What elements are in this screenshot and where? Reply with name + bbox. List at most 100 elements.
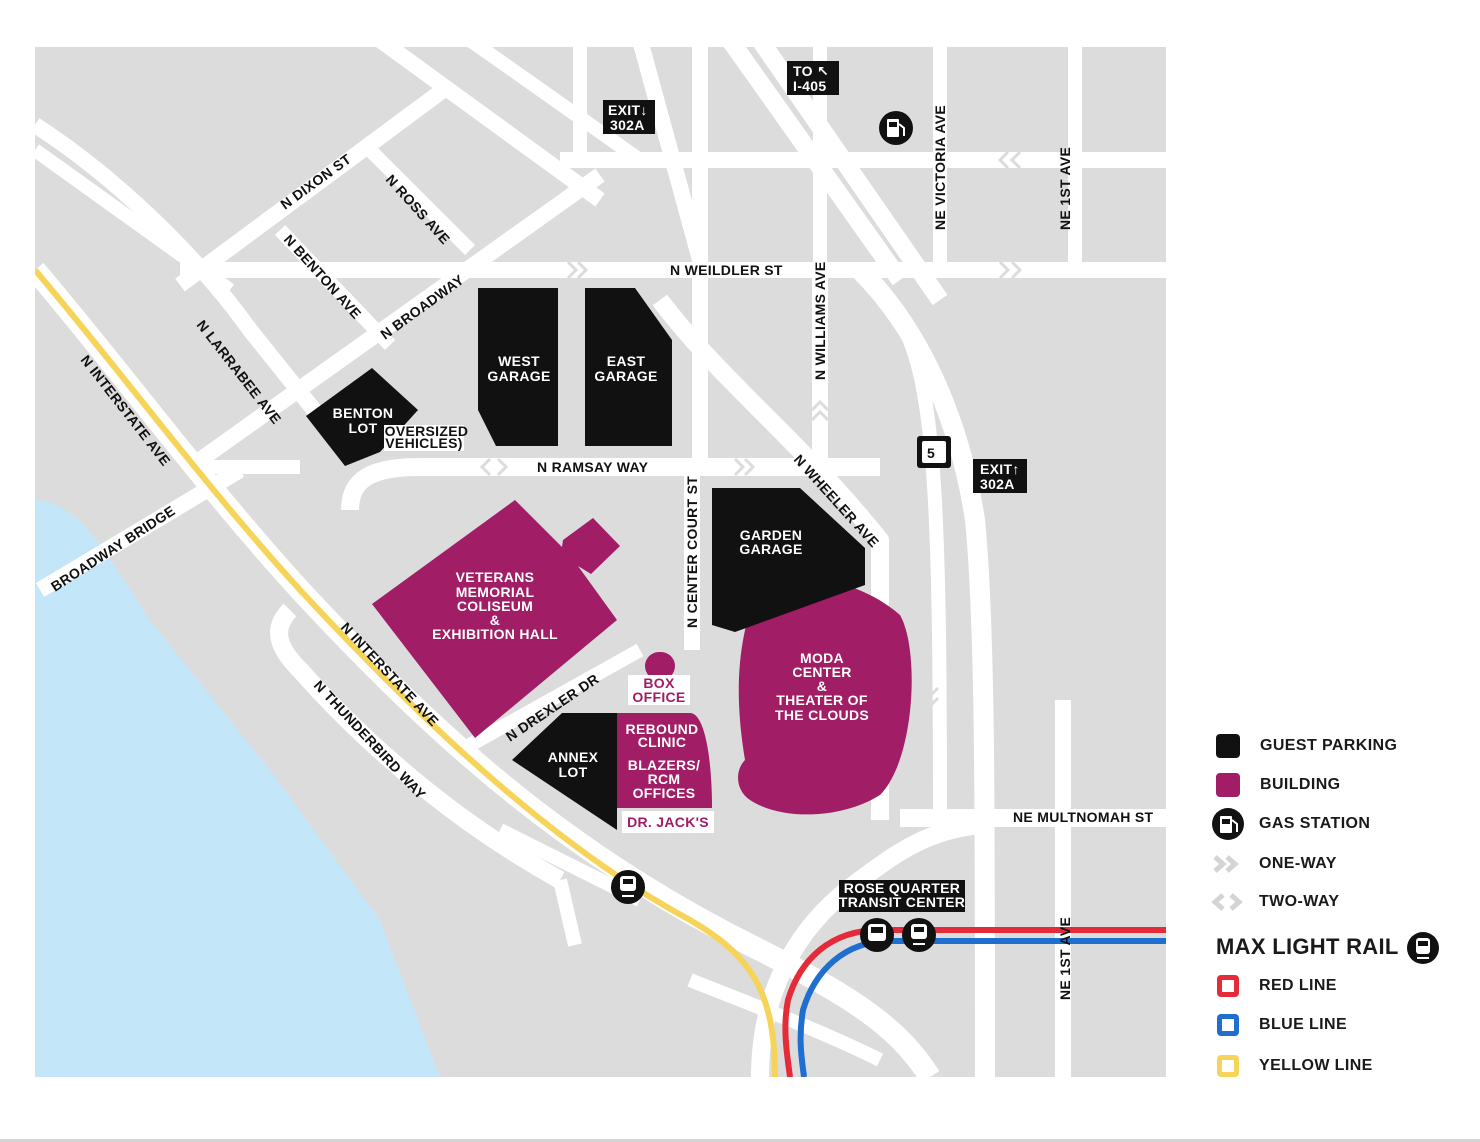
svg-text:302A: 302A — [980, 476, 1015, 492]
dr-jacks-label: DR. JACK'S — [627, 814, 709, 830]
svg-text:RCM: RCM — [648, 771, 681, 787]
legend-gas-station-label: GAS STATION — [1259, 815, 1371, 832]
coliseum-label: VETERANS — [456, 569, 535, 585]
svg-text:&: & — [490, 612, 500, 628]
rebound-clinic-label: REBOUND — [626, 721, 699, 737]
oversized-vehicles-tag — [384, 425, 464, 451]
label-n-center-court-st: N CENTER COURT ST — [684, 476, 700, 628]
moda-center-label: MODA — [800, 650, 844, 666]
svg-text:OFFICES: OFFICES — [633, 785, 696, 801]
gas-station-icon — [879, 111, 913, 145]
legend-max-light-rail-title: MAX LIGHT RAIL — [1216, 934, 1399, 960]
one-way-chevron-icon — [1213, 855, 1239, 873]
rebound-clinic-building — [617, 713, 712, 808]
moda-center — [738, 578, 912, 815]
svg-text:TRANSIT CENTER: TRANSIT CENTER — [839, 894, 965, 910]
two-way-chevron-icon — [1211, 893, 1243, 911]
highway-signs: EXIT↓ 302A TO ↖ I-405 EXIT↑ 302A 5 — [603, 61, 1027, 493]
parking — [306, 288, 865, 830]
garden-garage-label: GARDEN — [740, 527, 802, 543]
legend-guest-parking-label: GUEST PARKING — [1260, 737, 1398, 754]
svg-text:THE CLOUDS: THE CLOUDS — [775, 707, 869, 723]
legend-yellow-line-label: YELLOW LINE — [1259, 1057, 1373, 1074]
east-garage — [585, 288, 672, 446]
veterans-memorial-coliseum — [372, 500, 620, 738]
legend-max-title-text: MAX LIGHT RAIL — [1216, 934, 1399, 959]
legend-blue-line-label: BLUE LINE — [1259, 1016, 1348, 1033]
label-ne-1st-ave-bottom: NE 1ST AVE — [1057, 917, 1073, 1000]
svg-text:EXIT↑: EXIT↑ — [980, 461, 1020, 477]
legend-two-way-label: TWO-WAY — [1259, 893, 1340, 910]
benton-lot-label: BENTON — [333, 405, 394, 421]
blue-line-swatch — [1217, 1014, 1239, 1036]
max-station-icon-transit-center — [902, 918, 936, 952]
label-n-weidler-st: N WEILDLER ST — [670, 262, 783, 278]
interstate-5-shield-icon: 5 — [917, 436, 951, 468]
legend-guest-parking: GUEST PARKING — [1210, 731, 1397, 761]
legend-gas-station: GAS STATION — [1210, 808, 1371, 840]
legend-red-line: RED LINE — [1210, 971, 1337, 1001]
svg-text:VEHICLES): VEHICLES) — [385, 435, 462, 451]
direction-arrows — [479, 150, 1023, 709]
legend-red-line-label: RED LINE — [1259, 977, 1337, 994]
svg-text:&: & — [817, 678, 827, 694]
transit-center-tag — [839, 880, 965, 912]
building-swatch — [1216, 773, 1240, 797]
bus-icon-transit-center — [860, 918, 894, 952]
dr-jacks-tag — [622, 811, 714, 833]
blazers-offices-label: BLAZERS/ — [628, 757, 700, 773]
legend-two-way: TWO-WAY — [1210, 887, 1339, 917]
max-station-icon-interstate — [611, 870, 645, 904]
svg-text:EXHIBITION HALL: EXHIBITION HALL — [432, 626, 558, 642]
guest-parking-swatch — [1216, 734, 1240, 758]
svg-text:LOT: LOT — [349, 420, 378, 436]
exit-302a-top-sign: EXIT↓ 302A — [603, 100, 655, 134]
yellow-line-track — [35, 268, 778, 1077]
place-labels: WEST GARAGE EAST GARAGE BENTON LOT (OVER… — [333, 353, 965, 912]
svg-text:302A: 302A — [610, 117, 645, 133]
svg-text:GARAGE: GARAGE — [594, 368, 657, 384]
legend-one-way: ONE-WAY — [1210, 849, 1337, 879]
willamette-river — [35, 500, 440, 1077]
label-n-williams-ave: N WILLIAMS AVE — [812, 261, 828, 380]
svg-text:GARAGE: GARAGE — [739, 541, 802, 557]
benton-lot — [306, 368, 418, 466]
west-garage-label: WEST — [498, 353, 540, 369]
svg-text:CENTER: CENTER — [792, 664, 851, 680]
red-line-swatch — [1217, 975, 1239, 997]
legend-building: BUILDING — [1210, 770, 1341, 800]
label-n-ramsay-way: N RAMSAY WAY — [537, 459, 649, 475]
max-light-rail-icon — [1407, 932, 1439, 964]
svg-text:GARAGE: GARAGE — [487, 368, 550, 384]
gas-station-icon — [1212, 808, 1244, 840]
svg-text:TO ↖: TO ↖ — [793, 63, 829, 79]
exit-302a-right-sign: EXIT↑ 302A — [973, 459, 1027, 493]
east-garage-label: EAST — [607, 353, 646, 369]
svg-text:I-405: I-405 — [793, 78, 826, 94]
annex-lot-label: ANNEX — [548, 749, 599, 765]
box-office-label: BOX — [643, 675, 675, 691]
page-bottom-border — [0, 1139, 1480, 1142]
svg-text:EXIT↓: EXIT↓ — [608, 102, 648, 118]
to-i405-sign: TO ↖ I-405 — [787, 61, 839, 95]
svg-text:5: 5 — [927, 445, 935, 461]
svg-text:THEATER OF: THEATER OF — [776, 692, 868, 708]
legend-building-label: BUILDING — [1260, 776, 1341, 793]
box-office-tower — [645, 652, 675, 680]
garden-garage — [712, 488, 865, 632]
red-line-track — [782, 927, 1166, 1077]
legend-one-way-label: ONE-WAY — [1259, 855, 1337, 872]
box-office-tag — [628, 675, 690, 705]
label-ne-victoria-ave: NE VICTORIA AVE — [932, 105, 948, 230]
legend-yellow-line: YELLOW LINE — [1210, 1051, 1373, 1081]
svg-text:MEMORIAL: MEMORIAL — [456, 584, 535, 600]
annex-lot — [512, 713, 617, 830]
label-ne-1st-ave-top: NE 1ST AVE — [1057, 147, 1073, 230]
svg-text:CLINIC: CLINIC — [638, 734, 686, 750]
svg-text:LOT: LOT — [559, 764, 588, 780]
legend-blue-line: BLUE LINE — [1210, 1010, 1347, 1040]
label-ne-multnomah-st: NE MULTNOMAH ST — [1013, 809, 1153, 825]
west-garage — [478, 288, 558, 446]
svg-text:COLISEUM: COLISEUM — [457, 598, 533, 614]
